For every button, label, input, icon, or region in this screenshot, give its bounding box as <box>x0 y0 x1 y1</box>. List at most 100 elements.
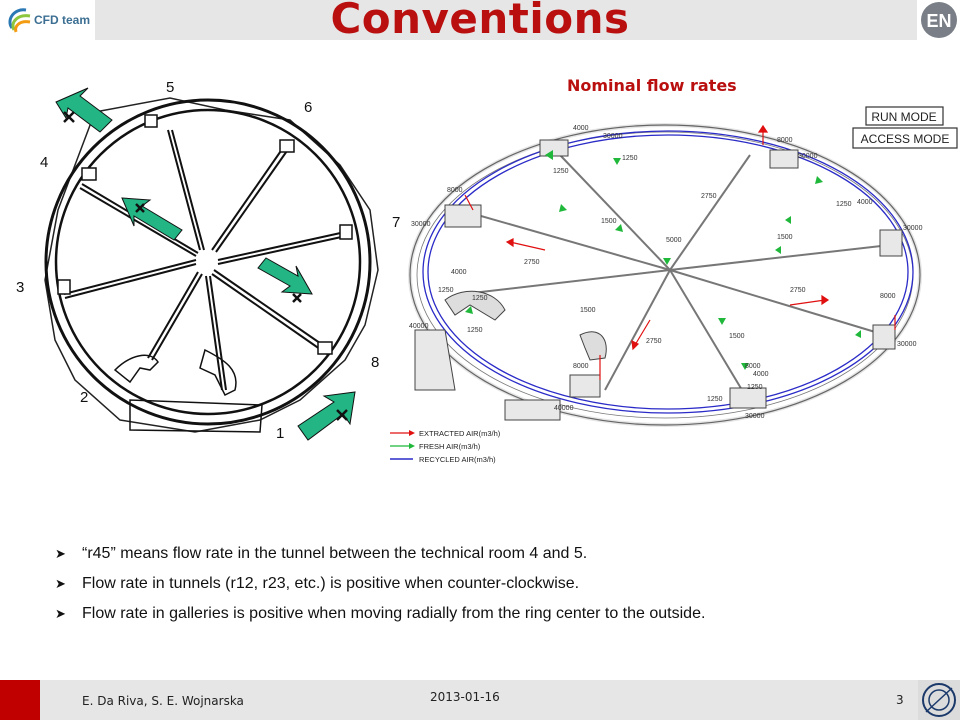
arrow-bullet-icon: ➤ <box>55 606 66 621</box>
run-mode-button <box>865 106 944 126</box>
recycled-loop-2 <box>427 134 909 410</box>
flow-label: 30000 <box>603 133 623 140</box>
flow-label: 1500 <box>580 307 596 314</box>
ring-inner <box>54 108 362 416</box>
flow-label: 1250 <box>467 327 483 334</box>
flow-label: 8000 <box>777 137 793 144</box>
flow-label: 1250 <box>553 168 569 175</box>
flow-label: 8000 <box>880 293 896 300</box>
flow-label: 4000 <box>573 125 589 132</box>
ring-outer <box>44 98 372 426</box>
flow-label: 30000 <box>798 153 818 160</box>
flow-labels: 4000 30000 1250 8000 30000 8000 30000 12… <box>409 125 923 420</box>
ring-diagram: 1 2 3 4 5 6 8 <box>16 79 379 442</box>
flow-label: 1250 <box>747 384 763 391</box>
footer-date: 2013-01-16 <box>430 690 500 704</box>
point-label-7-text: 7 <box>392 214 401 231</box>
point-label-5: 5 <box>166 79 174 96</box>
footer-authors: E. Da Riva, S. E. Wojnarska <box>82 694 244 708</box>
flow-label: 1250 <box>438 287 454 294</box>
cfd-team-logo-mark <box>8 8 31 33</box>
flow-label: 5000 <box>666 237 682 244</box>
bullet-text: Flow rate in tunnels (r12, r23, etc.) is… <box>82 575 580 592</box>
flow-label: 30000 <box>411 221 431 228</box>
cavern-left <box>444 290 506 321</box>
cavern-2 <box>113 354 159 384</box>
arrow-1-8 <box>297 391 356 441</box>
arrow-inner-8 <box>257 257 313 295</box>
point-label-8: 8 <box>371 354 379 371</box>
arrow-bullet-icon: ➤ <box>55 576 66 591</box>
flow-label: 8000 <box>573 363 589 370</box>
flow-label: 4000 <box>451 269 467 276</box>
bullet-text: “r45” means flow rate in the tunnel betw… <box>82 545 588 562</box>
legend-fresh: FRESH AIR(m3/h) <box>419 442 481 451</box>
access-mode-label: ACCESS MODE <box>861 132 950 146</box>
arrow-bullet-icon: ➤ <box>55 546 66 561</box>
point-label-1: 1 <box>276 425 284 442</box>
flow-label: 2750 <box>646 338 662 345</box>
extracted-arrows <box>464 124 896 380</box>
arrow-cross-marks <box>63 111 348 421</box>
flow-label: 1500 <box>729 333 745 340</box>
legend-extracted: EXTRACTED AIR(m3/h) <box>419 429 501 438</box>
flow-label: 30000 <box>745 413 765 420</box>
footer-accent <box>0 680 40 720</box>
flow-label: 2750 <box>701 193 717 200</box>
site-buildings <box>414 139 903 421</box>
footer-bar <box>40 680 918 720</box>
access-mode-button <box>852 127 958 149</box>
point-1-building <box>129 399 263 433</box>
flow-label: 8000 <box>447 187 463 194</box>
arrow-4-5 <box>55 87 113 133</box>
green-arrows <box>55 87 356 441</box>
ventilation-diagram: RUN MODE ACCESS MODE <box>390 106 958 464</box>
bullet-item: ➤ “r45” means flow rate in the tunnel bet… <box>55 545 935 575</box>
tunnel-wall <box>408 123 922 427</box>
flow-label: 40000 <box>554 405 574 412</box>
cern-logo <box>918 680 960 720</box>
bullet-item: ➤ Flow rate in galleries is positive when… <box>55 605 935 635</box>
flow-label: 1250 <box>707 396 723 403</box>
point-label-3: 3 <box>16 279 24 296</box>
fresh-arrows <box>465 150 861 370</box>
en-logo: EN <box>918 0 960 40</box>
cfd-team-logo: CFD team <box>0 0 95 40</box>
arrow-inner-4 <box>121 197 183 241</box>
flow-label: 2750 <box>790 287 806 294</box>
flow-label: 1250 <box>836 201 852 208</box>
flow-label: 30000 <box>903 225 923 232</box>
flow-legend: EXTRACTED AIR(m3/h) FRESH AIR(m3/h) RECY… <box>390 429 501 464</box>
run-mode-label: RUN MODE <box>871 110 936 124</box>
legend-recycled: RECYCLED AIR(m3/h) <box>419 455 496 464</box>
flow-label: 40000 <box>409 323 429 330</box>
ring-spokes <box>63 129 347 391</box>
point-label-6: 6 <box>304 99 312 116</box>
bullet-text: Flow rate in galleries is positive when … <box>82 605 706 622</box>
point-label-4: 4 <box>40 154 48 171</box>
bullet-list: ➤ “r45” means flow rate in the tunnel bet… <box>55 545 935 635</box>
flow-label: 4000 <box>753 371 769 378</box>
flow-label: 30000 <box>897 341 917 348</box>
recycled-loop-1 <box>422 130 914 414</box>
flow-label: 8000 <box>745 363 761 370</box>
page-title: Conventions <box>330 0 630 43</box>
radial-galleries <box>454 154 891 396</box>
ring-outer-frame <box>44 97 379 433</box>
tunnel-outline-outer <box>409 124 921 426</box>
header-bar <box>95 0 917 40</box>
cavern-1 <box>199 348 237 397</box>
cfd-team-logo-text: CFD team <box>34 13 91 27</box>
point-labels: 1 2 3 4 5 6 8 <box>16 79 379 442</box>
flow-label: 1250 <box>472 295 488 302</box>
en-logo-text: EN <box>926 11 951 31</box>
point-label-2: 2 <box>80 389 88 406</box>
flow-label: 4000 <box>857 199 873 206</box>
subtitle: Nominal flow rates <box>567 76 737 95</box>
flow-label: 2750 <box>524 259 540 266</box>
bullet-item: ➤ Flow rate in tunnels (r12, r23, etc.) i… <box>55 575 935 605</box>
cavern-bottom <box>579 331 607 361</box>
flow-label: 1500 <box>777 234 793 241</box>
technical-rooms <box>57 114 353 355</box>
flow-label: 1250 <box>622 155 638 162</box>
